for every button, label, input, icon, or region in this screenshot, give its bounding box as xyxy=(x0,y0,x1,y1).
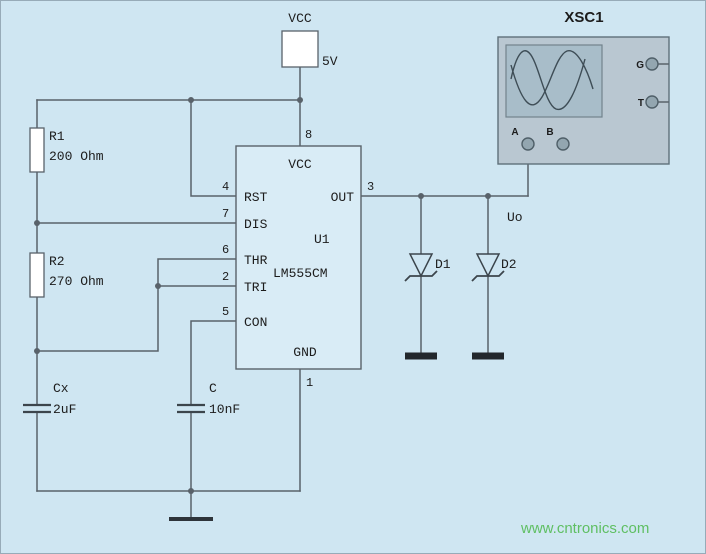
scope-terminal-t[interactable] xyxy=(645,95,659,109)
junction-dot xyxy=(188,97,194,103)
c-designator: C xyxy=(209,381,217,396)
cx-designator: Cx xyxy=(53,381,69,396)
diode-triangle[interactable] xyxy=(408,253,434,278)
d2-designator: D2 xyxy=(501,257,517,272)
resistor-body[interactable] xyxy=(29,252,45,298)
pin-number-7: 7 xyxy=(222,207,229,221)
vcc-voltage-label: 5V xyxy=(322,54,338,69)
wires xyxy=(36,66,529,519)
cx-value: 2uF xyxy=(53,402,76,417)
d1-designator: D1 xyxy=(435,257,451,272)
ic-pin-label-tri: TRI xyxy=(244,280,267,295)
scope-terminal-g[interactable] xyxy=(645,57,659,71)
capacitor-cx[interactable]: Cx 2uF xyxy=(23,381,76,417)
diode-cathode-bar xyxy=(471,270,505,282)
ic-part-number: LM555CM xyxy=(273,266,328,281)
scope-terminal-label-t: T xyxy=(638,98,644,109)
junction-dot xyxy=(155,283,161,289)
ic-pin-label-con: CON xyxy=(244,315,267,330)
resistor-r1[interactable]: R1 200 Ohm xyxy=(29,127,104,173)
diode-cathode-bar xyxy=(404,270,438,282)
vcc-power-symbol[interactable]: VCC 5V xyxy=(281,11,338,69)
scope-terminal-label-b: B xyxy=(546,127,553,138)
ic-pin-label-thr: THR xyxy=(244,253,268,268)
ic-pin-label-dis: DIS xyxy=(244,217,268,232)
ic-u1-lm555[interactable]: VCC RST OUT DIS U1 THR LM555CM TRI CON G… xyxy=(222,128,374,390)
junction-dot xyxy=(34,220,40,226)
ic-pin-label-rst: RST xyxy=(244,190,268,205)
diode-d2[interactable]: D2 xyxy=(471,253,517,360)
diode-d1[interactable]: D1 xyxy=(404,253,451,360)
wire-rst-branch xyxy=(190,99,237,197)
r2-designator: R2 xyxy=(49,254,65,269)
ic-pin-label-out: OUT xyxy=(331,190,355,205)
junction-dot xyxy=(485,193,491,199)
pin-number-3: 3 xyxy=(367,180,374,194)
pin-number-5: 5 xyxy=(222,305,229,319)
resistor-r2[interactable]: R2 270 Ohm xyxy=(29,252,104,298)
pin-number-1: 1 xyxy=(306,376,313,390)
wire-con-net xyxy=(190,320,237,406)
watermark-text: www.cntronics.com xyxy=(520,520,649,537)
junction-dot xyxy=(297,97,303,103)
ic-pin-label-gnd: GND xyxy=(293,345,317,360)
scope-screen xyxy=(505,44,603,118)
pin-number-8: 8 xyxy=(305,128,312,142)
scope-terminal-label-g: G xyxy=(636,60,644,71)
junction-dots xyxy=(34,97,491,494)
scope-designator: XSC1 xyxy=(564,9,603,26)
vcc-net-label: VCC xyxy=(288,11,312,26)
junction-dot xyxy=(418,193,424,199)
resistor-body[interactable] xyxy=(29,127,45,173)
ic-designator: U1 xyxy=(314,232,330,247)
capacitor-c[interactable]: C 10nF xyxy=(177,381,240,417)
vcc-symbol-box[interactable] xyxy=(281,30,319,68)
scope-terminal-label-a: A xyxy=(511,127,518,138)
pin-number-6: 6 xyxy=(222,243,229,257)
junction-dot xyxy=(188,488,194,494)
scope-waveform-trace xyxy=(510,50,594,106)
r1-value: 200 Ohm xyxy=(49,149,104,164)
diode-triangle[interactable] xyxy=(475,253,501,278)
pin-number-4: 4 xyxy=(222,180,229,194)
output-net-label: Uo xyxy=(507,210,523,225)
oscilloscope-xsc1[interactable]: XSC1 G T A B xyxy=(497,9,670,165)
c-value: 10nF xyxy=(209,402,240,417)
ic-pin-label-vcc: VCC xyxy=(288,157,312,172)
ic-body[interactable] xyxy=(235,145,362,370)
pin-number-2: 2 xyxy=(222,270,229,284)
scope-terminal-a[interactable] xyxy=(521,137,535,151)
wire-thr-net xyxy=(36,258,237,352)
r2-value: 270 Ohm xyxy=(49,274,104,289)
junction-dot xyxy=(34,348,40,354)
r1-designator: R1 xyxy=(49,129,65,144)
scope-terminal-b[interactable] xyxy=(556,137,570,151)
